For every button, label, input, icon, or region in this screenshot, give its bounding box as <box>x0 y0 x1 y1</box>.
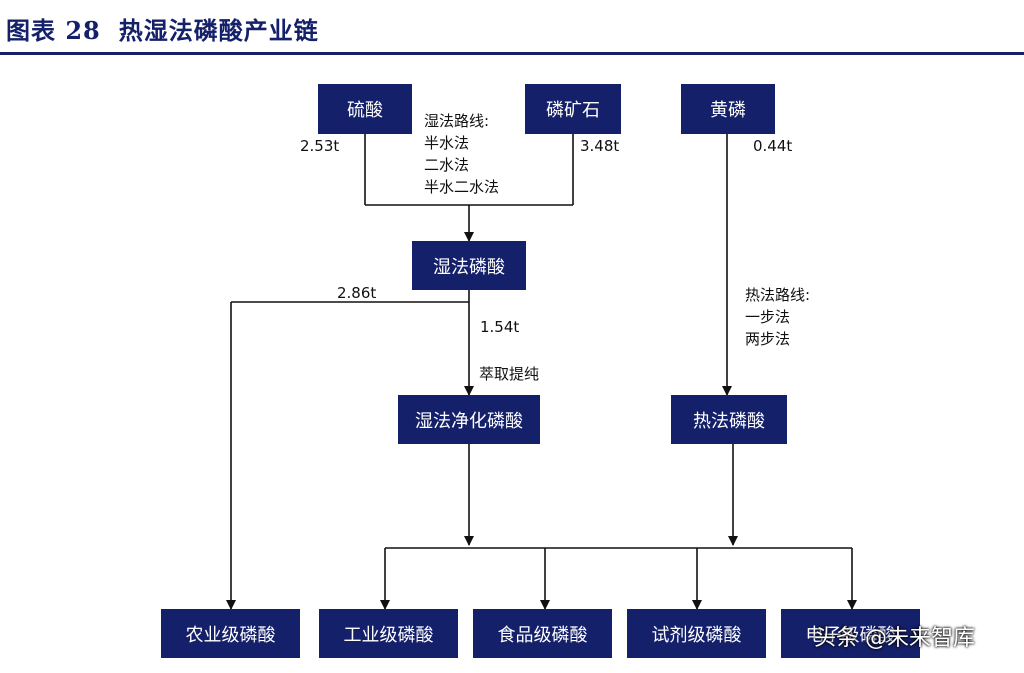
wet-route-title: 湿法路线: <box>424 112 490 130</box>
thermal-route-annotation: 热法路线: 一步法 两步法 <box>745 284 810 350</box>
thermal-route-item: 一步法 <box>745 308 791 326</box>
node-purified-wet-acid: 湿法净化磷酸 <box>398 395 540 444</box>
node-thermal-acid: 热法磷酸 <box>671 395 787 444</box>
figure-title: 图表 28 热湿法磷酸产业链 <box>6 14 319 48</box>
purify-step-label: 萃取提纯 <box>479 365 540 383</box>
watermark: 头条 @未来智库 <box>814 626 975 651</box>
node-reagent-grade: 试剂级磷酸 <box>627 609 766 658</box>
thermal-route-title: 热法路线: <box>745 286 811 304</box>
node-agricultural-grade: 农业级磷酸 <box>161 609 300 658</box>
qty-sulfuric-acid: 2.53t <box>300 137 340 155</box>
wet-route-item: 二水法 <box>424 156 470 174</box>
node-wet-process-acid: 湿法磷酸 <box>412 241 526 290</box>
qty-to-purified: 1.54t <box>480 318 520 336</box>
title-rule <box>0 52 1024 55</box>
thermal-route-item: 两步法 <box>745 330 791 348</box>
qty-yellow-phosphorus: 0.44t <box>753 137 793 155</box>
node-electronic-grade: 电子级磷酸 <box>781 609 920 658</box>
wet-route-item: 半水二水法 <box>424 178 500 196</box>
wet-route-item: 半水法 <box>424 134 470 152</box>
node-food-grade: 食品级磷酸 <box>473 609 612 658</box>
node-sulfuric-acid: 硫酸 <box>318 84 412 134</box>
node-industrial-grade: 工业级磷酸 <box>319 609 458 658</box>
qty-phosphate-rock: 3.48t <box>580 137 620 155</box>
figure-title-text: 热湿法磷酸产业链 <box>118 16 319 45</box>
figure-label: 图表 <box>6 16 56 45</box>
node-phosphate-rock: 磷矿石 <box>525 84 621 134</box>
node-yellow-phosphorus: 黄磷 <box>681 84 775 134</box>
wet-route-annotation: 湿法路线: 半水法 二水法 半水二水法 <box>424 110 499 198</box>
figure-number: 28 <box>65 16 101 45</box>
qty-to-agricultural: 2.86t <box>337 284 377 302</box>
